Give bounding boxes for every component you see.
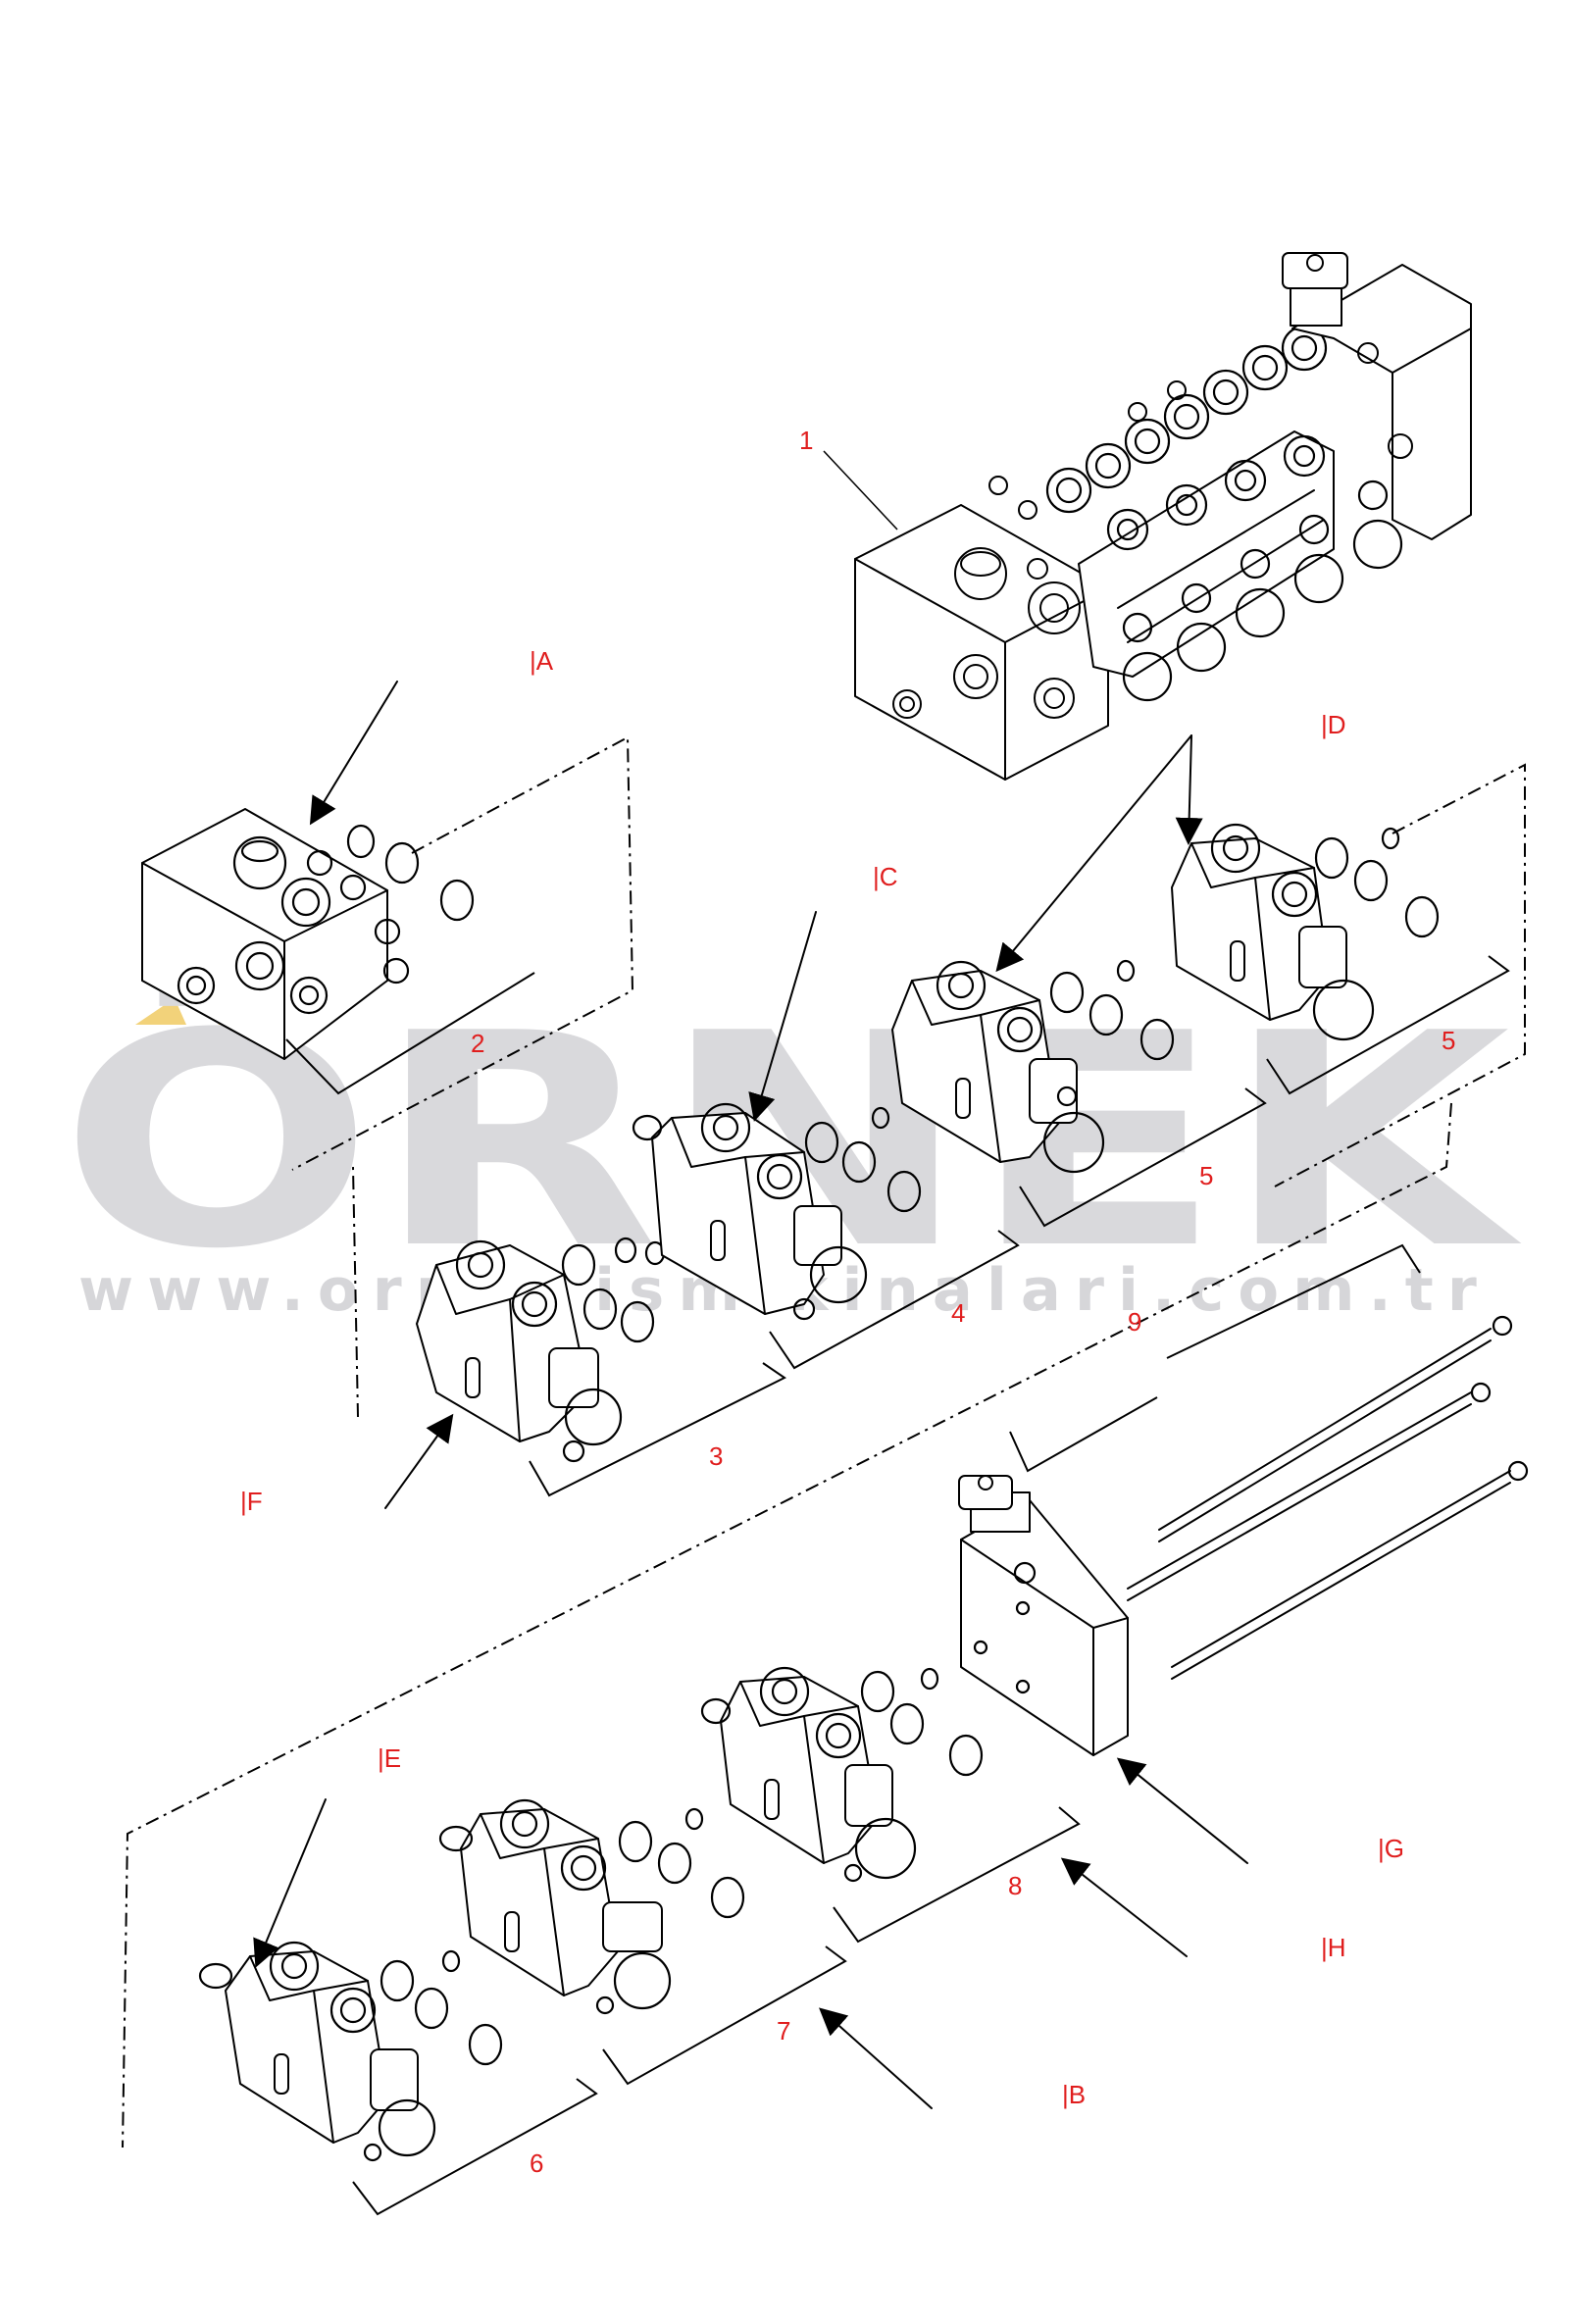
view-label-G: |G xyxy=(1378,1834,1404,1863)
leader-lines xyxy=(253,450,1248,2109)
leader-1 xyxy=(823,450,898,530)
arrow-D-left xyxy=(995,734,1192,973)
arrow-D-right xyxy=(1175,734,1203,845)
view-label-F: |F xyxy=(240,1487,263,1516)
callout-5b: 5 xyxy=(1442,1026,1455,1055)
callout-9: 9 xyxy=(1128,1307,1141,1337)
callout-1: 1 xyxy=(799,426,813,455)
callout-5a: 5 xyxy=(1199,1161,1213,1190)
view-labels: |A |B |C |D |E |F |G |H xyxy=(240,646,1404,2109)
view-label-H: |H xyxy=(1321,1933,1346,1962)
arrow-B xyxy=(819,2007,933,2109)
valve-section-5b xyxy=(1171,763,1526,1187)
callout-2: 2 xyxy=(471,1029,484,1058)
callout-6: 6 xyxy=(530,2148,543,2178)
valve-section-8 xyxy=(700,1666,1081,1944)
callout-3: 3 xyxy=(709,1441,723,1471)
valve-assembly-complete xyxy=(854,252,1472,781)
view-label-E: |E xyxy=(378,1743,401,1773)
arrow-F xyxy=(384,1413,454,1509)
outlet-end-block xyxy=(958,1475,1129,1756)
tie-rods xyxy=(1009,1243,1529,1680)
valve-section-7 xyxy=(438,1798,847,2086)
arrow-A xyxy=(309,681,398,826)
valve-section-4 xyxy=(632,1102,1020,1370)
view-label-B: |B xyxy=(1062,2080,1086,2109)
valve-section-6 xyxy=(198,1941,598,2216)
section-solenoids xyxy=(1122,480,1403,702)
section-ports xyxy=(1045,325,1328,551)
watermark-accent-mark xyxy=(135,998,186,1025)
arrow-G xyxy=(1116,1757,1248,1864)
view-label-D: |D xyxy=(1321,710,1346,739)
view-label-A: |A xyxy=(530,646,554,676)
arrow-C xyxy=(748,911,817,1122)
callout-numbers: 1 2 3 4 5 5 6 7 8 9 xyxy=(471,426,1455,2178)
inlet-block xyxy=(141,735,634,1171)
view-label-C: |C xyxy=(873,862,898,891)
valve-section-3 xyxy=(352,1166,786,1497)
callout-8: 8 xyxy=(1008,1871,1022,1900)
valve-section-5a xyxy=(891,959,1267,1228)
arrow-E xyxy=(253,1798,327,1968)
callout-7: 7 xyxy=(777,2016,790,2046)
assembly-axis-line xyxy=(122,1102,1452,2148)
callout-4: 4 xyxy=(951,1298,965,1328)
arrow-H xyxy=(1060,1857,1188,1957)
section-fittings xyxy=(988,380,1187,520)
